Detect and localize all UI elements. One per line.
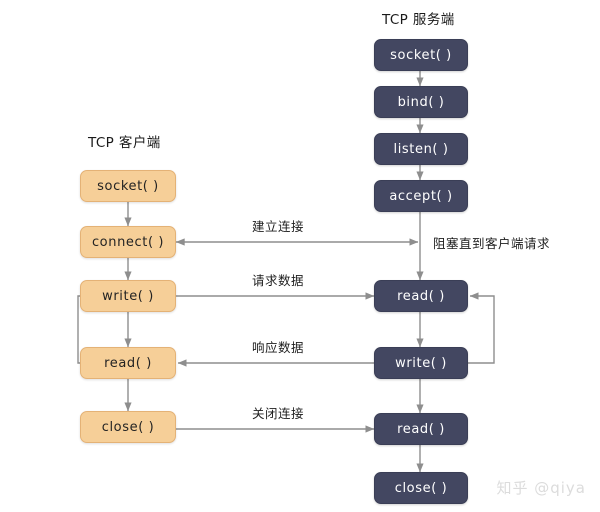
node-label: bind( ) [397,94,445,110]
node-label: close( ) [394,480,448,496]
edge-label-close-connection: 关闭连接 [252,406,305,421]
node-label: write( ) [102,288,154,304]
client-column-title: TCP 客户端 [88,135,161,151]
node-server-accept[interactable]: accept( ) [374,180,468,212]
node-client-close[interactable]: close( ) [80,411,176,443]
node-client-read[interactable]: read( ) [80,347,176,379]
server-column-title: TCP 服务端 [382,12,455,28]
edge-server-loop [468,292,495,364]
node-label: read( ) [397,421,445,437]
node-label: accept( ) [389,188,453,204]
watermark: 知乎 @qiya [496,479,586,497]
edge-label-blocking-until-client-request: 阻塞直到客户端请求 [433,236,551,251]
edge-label-response-data: 响应数据 [252,340,305,355]
node-client-connect[interactable]: connect( ) [80,226,176,258]
node-server-bind[interactable]: bind( ) [374,86,468,118]
edge-label-request-data: 请求数据 [252,273,305,288]
edge-label-establish-connection: 建立连接 [252,219,305,234]
node-label: socket( ) [390,47,452,63]
node-label: listen( ) [393,141,449,157]
node-label: read( ) [397,288,445,304]
node-server-read-request[interactable]: read( ) [374,280,468,312]
node-label: close( ) [101,419,155,435]
node-label: connect( ) [91,234,165,250]
node-server-write[interactable]: write( ) [374,347,468,379]
node-server-listen[interactable]: listen( ) [374,133,468,165]
node-server-socket[interactable]: socket( ) [374,39,468,71]
node-client-socket[interactable]: socket( ) [80,170,176,202]
node-client-write[interactable]: write( ) [80,280,176,312]
node-label: write( ) [395,355,447,371]
node-server-read-close[interactable]: read( ) [374,413,468,445]
node-label: socket( ) [97,178,159,194]
node-label: read( ) [104,355,152,371]
node-server-close[interactable]: close( ) [374,472,468,504]
